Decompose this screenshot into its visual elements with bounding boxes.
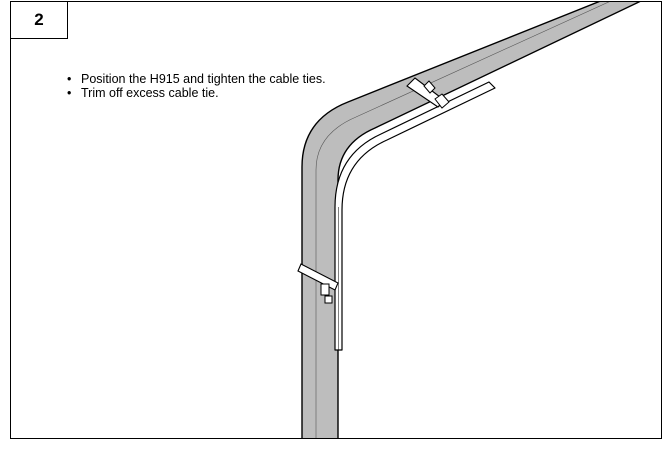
- upper-cable-tie: [406, 77, 450, 109]
- instruction-item: Position the H915 and tighten the cable …: [67, 72, 327, 86]
- step-number: 2: [34, 10, 44, 29]
- instruction-item: Trim off excess cable tie.: [67, 86, 327, 100]
- lower-cable-tie: [297, 263, 339, 304]
- mounting-illustration: [297, 2, 641, 438]
- h915-bracket: [334, 81, 496, 351]
- step-number-box: 2: [11, 2, 68, 39]
- instruction-list: Position the H915 and tighten the cable …: [67, 72, 327, 100]
- tube-frame: [301, 2, 641, 438]
- instruction-panel: 2 Position the H915 and tighten the cabl…: [10, 1, 662, 439]
